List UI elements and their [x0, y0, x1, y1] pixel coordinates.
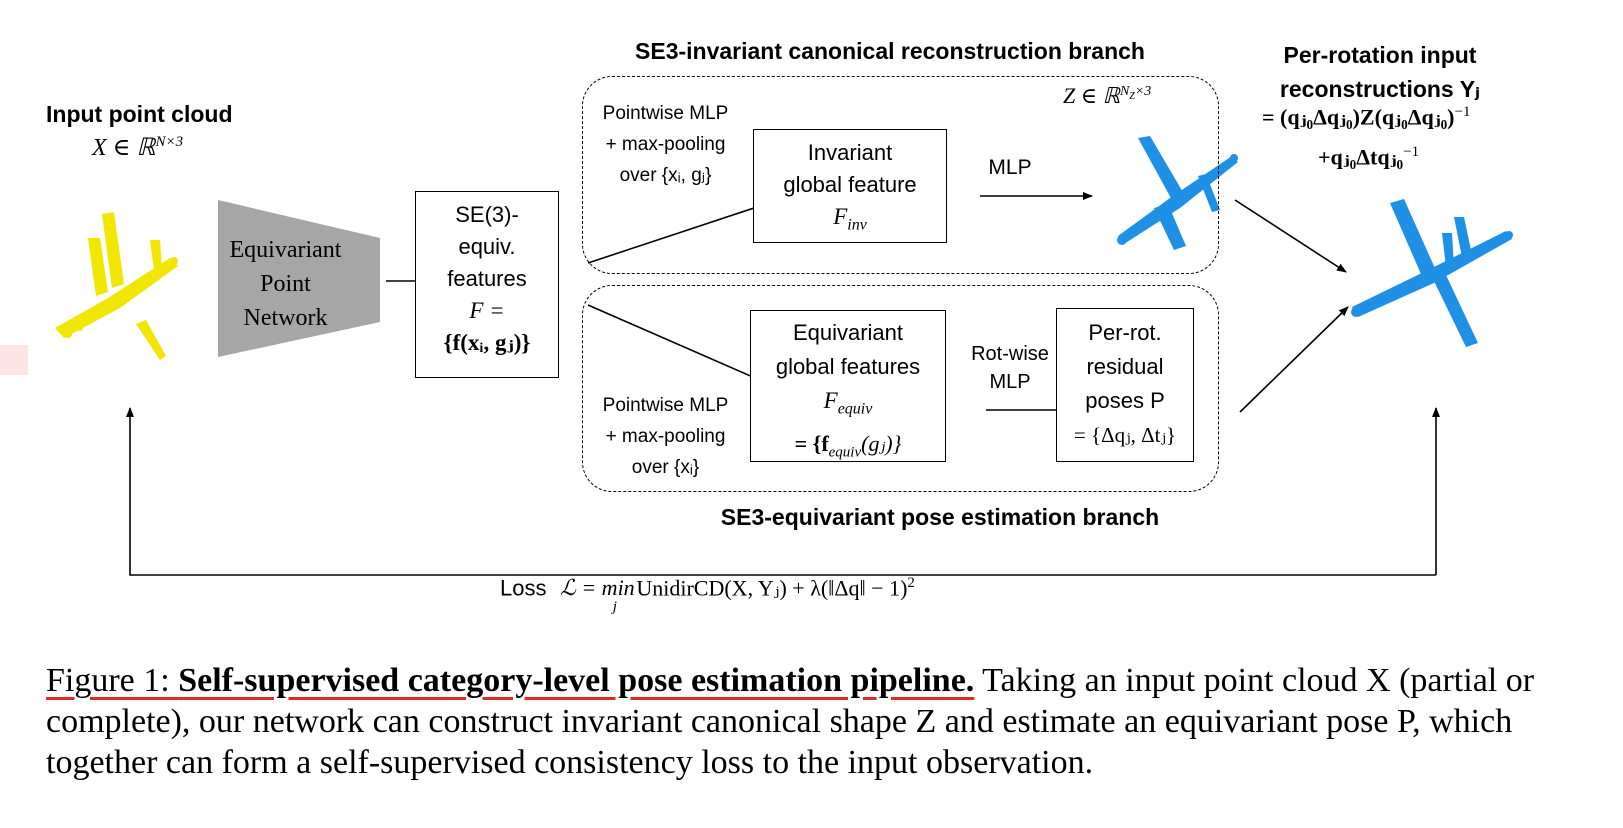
network-line-3: Network: [243, 305, 328, 331]
residual-poses-label: Per-rot. residual poses P = {Δqⱼ, Δtⱼ}: [1056, 316, 1194, 452]
equivariant-formula-rest: (gⱼ)}: [861, 430, 902, 456]
input-formula-sup: N×3: [155, 134, 184, 150]
invariant-symbol-main: F: [833, 204, 848, 229]
z-sup-rest: ×3: [1134, 83, 1152, 99]
output-formula-1-text: = (qⱼ₀Δqⱼ₀)Z(qⱼ₀Δqⱼ₀): [1262, 104, 1455, 130]
pose-line-1: Per-rot.: [1088, 320, 1162, 345]
caption-underlined: Figure 1: Self-supervised category-level…: [46, 662, 974, 699]
caption-prefix: Figure 1:: [46, 662, 179, 699]
output-formula-2-sup: −1: [1403, 144, 1420, 160]
output-title-line-2: reconstructions Yⱼ: [1279, 76, 1481, 102]
equivariant-feature-box: [750, 310, 946, 462]
input-point-cloud-image: [55, 212, 178, 360]
input-formula-text: X ∈ ℝ: [92, 135, 156, 161]
output-formula-line-2: +qⱼ₀Δtqⱼ₀−1: [1318, 144, 1419, 170]
pose-formula: = {Δqⱼ, Δtⱼ}: [1073, 423, 1177, 447]
figure-caption: Figure 1: Self-supervised category-level…: [46, 660, 1586, 783]
pose-line-2: residual: [1086, 354, 1164, 379]
loss-min-sub: j: [612, 598, 617, 615]
features-line-4: F =: [469, 298, 505, 323]
bottom-pool-line-3: over {xᵢ}: [631, 457, 700, 478]
output-formula-1-sup: −1: [1454, 104, 1471, 120]
features-line-1: SE(3)-: [455, 202, 519, 227]
bottom-pool-line-1: Pointwise MLP: [602, 395, 729, 416]
invariant-feature-label: Invariant global feature Finv: [753, 137, 947, 242]
equivariant-point-network-label: Equivariant Point Network: [218, 233, 353, 335]
top-pool-line-2: + max-pooling: [605, 134, 726, 155]
output-point-cloud-image: [1351, 199, 1513, 347]
margin-mark: [0, 345, 28, 375]
equivariant-branch-title: SE3-equivariant pose estimation branch: [720, 504, 1160, 530]
arrow-features-to-equivariant: [587, 304, 779, 389]
equivariant-formula: = {fequiv(gⱼ)}: [750, 427, 946, 469]
loss-label: Loss: [500, 575, 547, 601]
top-pooling-label: Pointwise MLP + max-pooling over {xᵢ, gⱼ…: [588, 98, 743, 191]
network-line-2: Point: [260, 271, 311, 297]
loss-formula-main: ℒ = min: [559, 575, 635, 601]
features-line-2: equiv.: [458, 234, 516, 259]
z-formula-text: Z ∈ ℝ: [1063, 83, 1120, 108]
equivariant-branch-container: [582, 285, 1219, 492]
input-title: Input point cloud: [46, 101, 233, 127]
output-formula-2-text: +qⱼ₀Δtqⱼ₀: [1318, 144, 1404, 170]
z-sup: N: [1119, 83, 1130, 99]
invariant-symbol: Finv: [753, 201, 947, 242]
network-trapezoid: [218, 200, 380, 357]
loss-formula: Loss ℒ = minj UnidirCD(X, Yⱼ) + λ(‖Δq‖ −…: [500, 575, 915, 615]
caption-text: Taking an input point cloud X (partial o…: [46, 662, 1535, 781]
rotwise-line-1: Rot-wise: [971, 343, 1049, 365]
arrow-features-to-invariant: [587, 199, 779, 264]
features-line-3: features: [447, 266, 527, 291]
canonical-shape-cloud-image: [1117, 136, 1238, 250]
output-formula-line-1: = (qⱼ₀Δqⱼ₀)Z(qⱼ₀Δqⱼ₀)−1: [1262, 104, 1470, 130]
equivariant-line-2: global features: [775, 354, 921, 379]
z-formula: Z ∈ ℝNZ×3: [1063, 83, 1151, 109]
loss-loop-line: [126, 407, 1436, 576]
rotwise-line-2: MLP: [989, 371, 1031, 393]
loss-formula-sup: 2: [907, 575, 915, 591]
se3-features-box: [415, 191, 559, 378]
equivariant-formula-sub: equiv: [828, 443, 862, 460]
top-pool-line-1: Pointwise MLP: [602, 103, 729, 124]
bottom-pool-line-2: + max-pooling: [605, 426, 726, 447]
pose-line-3: poses P: [1085, 388, 1165, 413]
rotwise-mlp-label: Rot-wise MLP: [955, 340, 1065, 396]
z-sup-sub: Z: [1129, 90, 1135, 102]
equivariant-symbol: Fequiv: [750, 384, 946, 427]
arrow-pose-to-output: [1239, 306, 1349, 413]
invariant-branch-title: SE3-invariant canonical reconstruction b…: [635, 38, 1145, 64]
equivariant-line-1: Equivariant: [792, 320, 904, 345]
features-label: SE(3)- equiv. features F = {f(xᵢ, gⱼ)}: [415, 199, 559, 359]
input-formula: X ∈ ℝN×3: [92, 133, 183, 162]
invariant-line-1: Invariant: [807, 140, 893, 165]
equivariant-symbol-main: F: [823, 388, 838, 413]
equivariant-symbol-sub: equiv: [837, 400, 873, 418]
features-formula: {f(xᵢ, gⱼ)}: [443, 330, 531, 355]
top-pool-line-3: over {xᵢ, gⱼ}: [619, 165, 712, 186]
equivariant-formula-main: = {f: [794, 430, 829, 456]
network-line-1: Equivariant: [229, 237, 342, 263]
residual-poses-box: [1056, 308, 1194, 462]
equivariant-feature-label: Equivariant global features Fequiv = {fe…: [750, 316, 946, 469]
output-title-line-1: Per-rotation input: [1283, 42, 1477, 68]
invariant-feature-box: [753, 129, 947, 243]
arrow-reconstruction-to-output: [1234, 199, 1347, 273]
caption-bold: Self-supervised category-level pose esti…: [178, 662, 975, 699]
invariant-branch-container: [582, 76, 1219, 274]
output-title: Per-rotation input reconstructions Yⱼ: [1250, 38, 1510, 106]
bottom-pooling-label: Pointwise MLP + max-pooling over {xᵢ}: [588, 390, 743, 483]
mlp-label: MLP: [988, 156, 1032, 179]
loss-formula-rest: UnidirCD(X, Yⱼ) + λ(‖Δq‖ − 1): [636, 575, 908, 601]
invariant-line-2: global feature: [783, 172, 917, 197]
invariant-symbol-sub: inv: [847, 216, 867, 234]
